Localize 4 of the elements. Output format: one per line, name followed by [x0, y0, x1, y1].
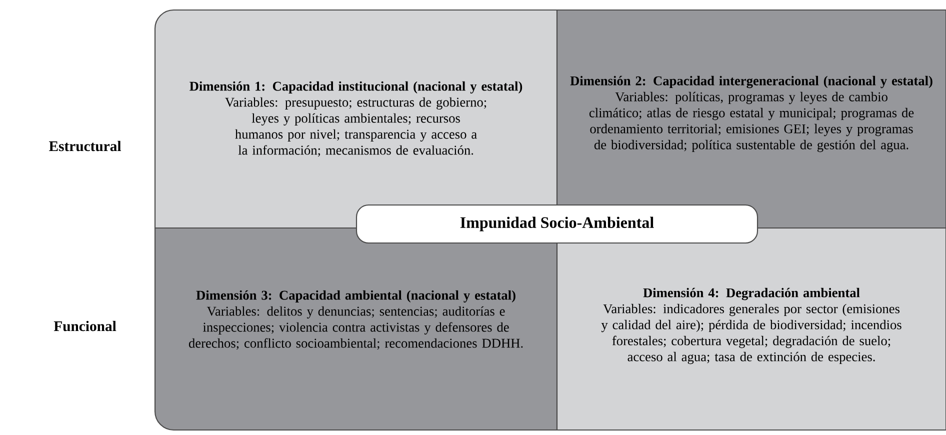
- row-label: Estructural: [49, 140, 122, 152]
- title-box: Impunidad Socio-Ambiental: [356, 204, 758, 244]
- dimension-panel: Dimensión 4: Degradación ambiental Variables: indicadores generales por sector (emisiones y calidad del aire); pérdida de biodiversidad; incendios forestales; cobertura vegetal; degradación de suelo; acceso al agua; tasa de extinción de especies.: [556, 227, 946, 431]
- row-label: Funcional: [54, 320, 116, 332]
